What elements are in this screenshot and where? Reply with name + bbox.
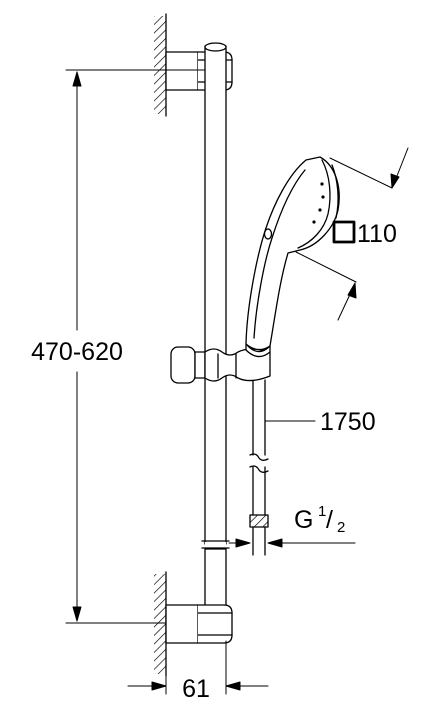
connection-dimension-line xyxy=(228,538,356,548)
svg-text:2: 2 xyxy=(337,519,345,536)
wall-distance-dimension-line xyxy=(127,640,269,695)
hand-shower-size-label: 110 xyxy=(357,220,397,248)
svg-text:/: / xyxy=(326,506,333,534)
hand-shower xyxy=(245,156,340,358)
head-size-dimension-line xyxy=(295,147,409,321)
shower-hose xyxy=(249,379,269,516)
height-range-label: 470-620 xyxy=(31,338,123,366)
rail-break xyxy=(201,540,230,549)
top-wall xyxy=(154,13,167,117)
hose-nut xyxy=(249,514,269,556)
height-dimension-line xyxy=(65,69,206,624)
shower-rail xyxy=(204,42,227,545)
bottom-wall-bracket xyxy=(165,604,233,644)
bottom-wall xyxy=(154,571,167,677)
svg-text:1: 1 xyxy=(318,503,326,520)
svg-text:G: G xyxy=(294,506,313,534)
hose-length-label: 1750 xyxy=(320,408,376,436)
wall-distance-label: 61 xyxy=(182,675,210,703)
connection-thread-label: G 1 / 2 xyxy=(294,503,345,536)
shower-holder-slider xyxy=(170,346,271,384)
square-head-icon xyxy=(332,220,356,244)
